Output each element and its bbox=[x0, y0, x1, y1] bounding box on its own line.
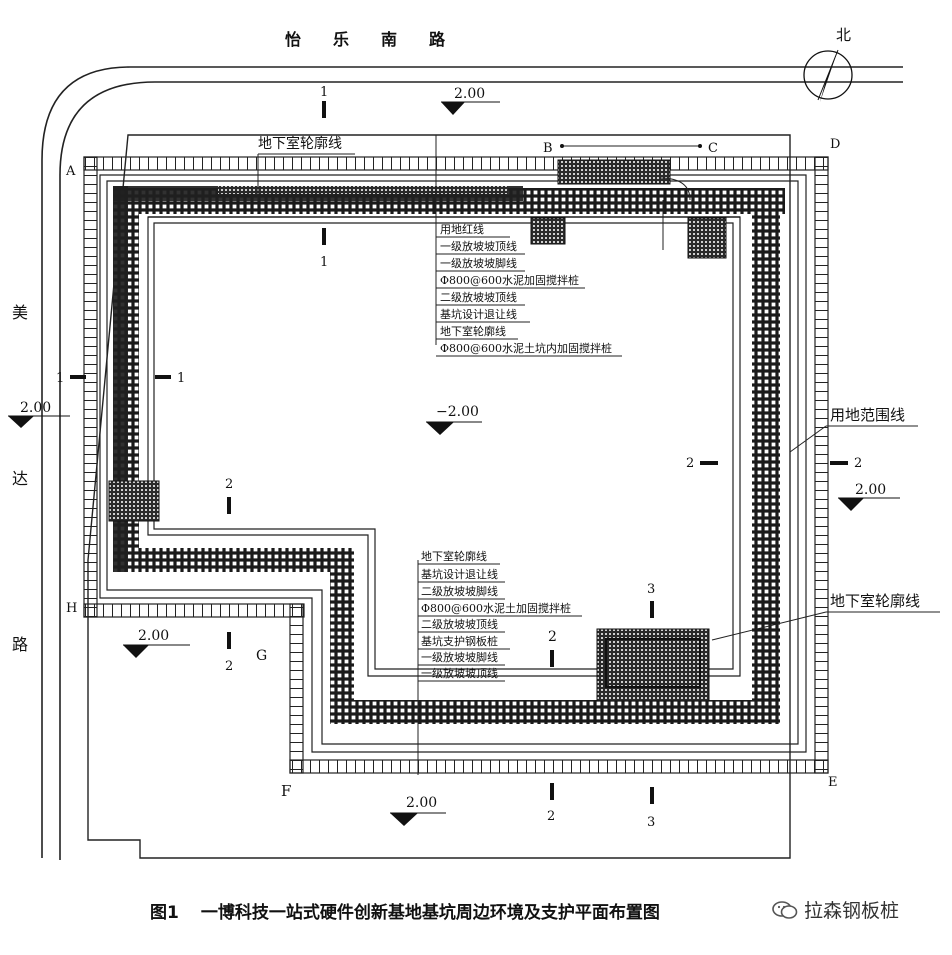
north-arrow-icon bbox=[803, 49, 853, 102]
section-1-left: 1 bbox=[56, 371, 64, 386]
corner-f: F bbox=[281, 782, 291, 800]
wechat-icon bbox=[772, 900, 798, 919]
elevation-bottom-label: 2.00 bbox=[406, 795, 437, 811]
corner-c: C bbox=[708, 141, 718, 156]
callout-site-boundary-label: 用地范围线 bbox=[830, 406, 905, 424]
legend-top-item: 基坑设计退让线 bbox=[440, 307, 517, 321]
section-1-left-inner: 1 bbox=[177, 371, 185, 386]
elevation-marker-right: 2.00 bbox=[838, 482, 900, 511]
callout-site-boundary: 用地范围线 bbox=[789, 406, 918, 453]
figure-caption: 图1 一博科技一站式硬件创新基地基坑周边环境及支护平面布置图 bbox=[150, 898, 660, 923]
legend-bottom-item: 一级放坡坡顶线 bbox=[421, 666, 498, 680]
figure-number: 图1 bbox=[150, 903, 179, 923]
elevation-center-label: −2.00 bbox=[436, 404, 479, 420]
legend-bottom-item: 二级放坡坡顶线 bbox=[421, 617, 498, 631]
point-b-marker bbox=[560, 144, 564, 148]
legend-bottom-item: 二级放坡坡脚线 bbox=[421, 584, 498, 598]
corner-h: H bbox=[66, 601, 77, 616]
callout-basement-top: 地下室轮廓线 bbox=[257, 135, 355, 200]
section-2-bottom: 2 bbox=[547, 809, 555, 824]
legend-bottom-box: 地下室轮廓线 基坑设计退让线 二级放坡坡脚线 Φ800@600水泥土加固搅拌桩 … bbox=[417, 549, 582, 682]
north-label: 北 bbox=[836, 26, 851, 44]
corner-e: E bbox=[828, 775, 838, 790]
figure-title: 一博科技一站式硬件创新基地基坑周边环境及支护平面布置图 bbox=[200, 903, 660, 923]
legend-bottom-item: 基坑支护钢板桩 bbox=[421, 634, 498, 648]
section-2-right: 2 bbox=[686, 456, 694, 471]
legend-bottom-item: 基坑设计退让线 bbox=[421, 567, 498, 581]
site-plan-drawing: 用地红线 一级放坡坡顶线 一级放坡坡脚线 Φ800@600水泥加固搅拌桩 二级放… bbox=[8, 26, 940, 860]
section-1-top-lower: 1 bbox=[320, 255, 328, 270]
section-2-left-upper: 2 bbox=[225, 477, 233, 492]
callout-basement-right: 地下室轮廓线 bbox=[711, 592, 940, 641]
corner-d: D bbox=[830, 137, 840, 152]
elevation-bottom-left-label: 2.00 bbox=[138, 628, 169, 644]
reinforcement-patches bbox=[108, 159, 727, 702]
street-north-label: 怡 乐 南 路 bbox=[285, 30, 446, 49]
legend-top-item: 二级放坡坡顶线 bbox=[440, 290, 517, 304]
elevation-marker-left: 2.00 bbox=[8, 400, 70, 428]
section-2-mid: 2 bbox=[548, 629, 557, 645]
street-west-label-2: 达 bbox=[12, 469, 28, 488]
elevation-right-label: 2.00 bbox=[855, 482, 886, 498]
section-2-right-outer: 2 bbox=[854, 456, 862, 471]
inner-reinforcement-strip bbox=[113, 186, 523, 572]
corner-g: G bbox=[256, 648, 267, 664]
elevation-marker-top: 2.00 bbox=[441, 86, 500, 115]
legend-top-item: 地下室轮廓线 bbox=[440, 324, 506, 338]
slope-lines bbox=[99, 174, 807, 753]
street-west-label-3: 路 bbox=[12, 635, 28, 654]
section-3-top: 3 bbox=[647, 582, 655, 597]
corner-b: B bbox=[543, 141, 553, 156]
watermark-text: 拉森钢板桩 bbox=[804, 900, 900, 922]
callout-basement-top-label: 地下室轮廓线 bbox=[258, 135, 342, 152]
elevation-marker-bottom-left: 2.00 bbox=[123, 628, 190, 658]
section-marks bbox=[70, 101, 848, 804]
site-boundary-line bbox=[87, 134, 791, 859]
elevation-marker-center: −2.00 bbox=[426, 404, 482, 435]
section-2-left-lower: 2 bbox=[225, 659, 233, 674]
point-c-marker bbox=[698, 144, 702, 148]
legend-top-item: 用地红线 bbox=[440, 222, 484, 236]
elevation-marker-bottom: 2.00 bbox=[390, 795, 446, 826]
legend-top-item: 一级放坡坡脚线 bbox=[440, 256, 517, 270]
section-3-bottom: 3 bbox=[647, 815, 655, 830]
section-1-top: 1 bbox=[320, 85, 328, 100]
street-west-label-1: 美 bbox=[12, 303, 28, 322]
property-red-line bbox=[83, 156, 829, 774]
legend-top-item: Φ800@600水泥加固搅拌桩 bbox=[440, 273, 579, 287]
legend-top-box: 用地红线 一级放坡坡顶线 一级放坡坡脚线 Φ800@600水泥加固搅拌桩 二级放… bbox=[435, 222, 622, 357]
watermark: 拉森钢板桩 bbox=[772, 896, 899, 923]
legend-bottom-item: 地下室轮廓线 bbox=[421, 549, 487, 563]
corner-a: A bbox=[65, 164, 76, 179]
legend-bottom-item: Φ800@600水泥土加固搅拌桩 bbox=[421, 601, 571, 615]
legend-top-item: 一级放坡坡顶线 bbox=[440, 239, 517, 253]
legend-bottom-item: 一级放坡坡脚线 bbox=[421, 650, 498, 664]
legend-top-item: Φ800@600水泥土坑内加固搅拌桩 bbox=[440, 341, 612, 355]
elevation-top-label: 2.00 bbox=[454, 86, 485, 102]
callout-basement-right-label: 地下室轮廓线 bbox=[830, 592, 920, 610]
road-edges bbox=[41, 66, 903, 860]
elevation-left-label: 2.00 bbox=[20, 400, 51, 416]
